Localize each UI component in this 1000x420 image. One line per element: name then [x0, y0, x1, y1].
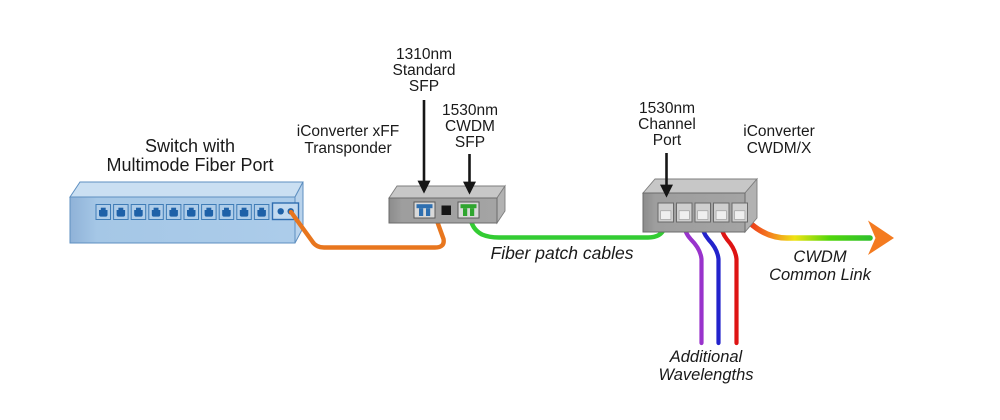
channel-port	[713, 202, 730, 223]
switch-label-line1: Switch with	[145, 136, 235, 156]
channel-port-label-line2: Channel	[638, 116, 696, 133]
switch-device: Switch with Multimode Fiber Port	[69, 136, 304, 244]
channel-port-1530nm	[657, 202, 674, 223]
sfp-1310nm-connector	[426, 208, 431, 216]
switch-top-face	[69, 181, 304, 198]
callout-1530nm-channel-port: 1530nm Channel Port	[638, 100, 696, 198]
sfp-1530nm-connector	[463, 208, 468, 216]
transponder-device: iConverter xFF Transponder	[297, 123, 506, 225]
additional-wavelengths-label-line1: Additional	[669, 348, 744, 366]
additional-wavelength-cable-blue	[699, 212, 721, 346]
ethernet-port	[236, 204, 252, 220]
sfp-1310-label-line1: 1310nm	[396, 46, 452, 63]
sfp-1530-label-line3: SFP	[455, 134, 485, 151]
ethernet-port	[113, 204, 129, 220]
cwdm-common-link-label-line2: Common Link	[769, 266, 872, 284]
channel-port-label-line1: 1530nm	[639, 100, 695, 117]
cwdmx-top-face	[642, 178, 758, 194]
ethernet-port	[253, 204, 270, 220]
ethernet-port	[130, 204, 147, 220]
cwdmx-channel-ports	[657, 202, 748, 223]
rainbow-cable	[736, 209, 873, 241]
callout-1530nm-sfp: 1530nm CWDM SFP	[442, 102, 498, 195]
callout-1310nm-sfp: 1310nm Standard SFP	[393, 46, 456, 194]
fiber-connector-left	[277, 208, 284, 215]
ethernet-port	[183, 204, 199, 220]
sfp-port-1530nm	[457, 201, 480, 219]
fiber-patch-cables-label: Fiber patch cables	[491, 243, 634, 263]
additional-wavelength-cable-red	[718, 212, 739, 346]
transponder-name-line2: Transponder	[304, 140, 391, 157]
ethernet-port	[148, 204, 164, 220]
sfp-1530-label-line1: 1530nm	[442, 102, 498, 119]
additional-wavelength-cable-purple	[681, 212, 704, 346]
sfp-1310-label-line2: Standard	[393, 62, 456, 79]
common-link-arrowhead	[868, 220, 894, 255]
sfp-1530nm-connector	[460, 204, 477, 209]
cwdmx-name-line2: CWDM/X	[747, 140, 812, 157]
channel-port	[676, 202, 693, 223]
sfp-1530nm-connector	[470, 208, 475, 216]
switch-label-line2: Multimode Fiber Port	[106, 155, 273, 175]
transponder-top-face	[388, 185, 506, 199]
transponder-name-line1: iConverter xFF	[297, 123, 400, 140]
multimode-fiber-cable-orange	[288, 209, 446, 250]
fiber-patch-cable-green	[467, 212, 668, 240]
ethernet-port	[218, 204, 235, 220]
sfp-1530-label-line2: CWDM	[445, 118, 495, 135]
transponder-module-slot	[441, 205, 451, 215]
cwdm-common-link-label-line1: CWDM	[793, 248, 846, 266]
common-link-port	[731, 202, 748, 223]
sfp-1310-label-line3: SFP	[409, 78, 439, 95]
ethernet-port	[165, 204, 182, 220]
cwdmx-name-line1: iConverter	[743, 123, 815, 140]
channel-port-label-line3: Port	[653, 132, 682, 149]
ethernet-port	[201, 204, 217, 220]
additional-wavelengths-label-line2: Wavelengths	[658, 366, 753, 384]
sfp-1310nm-connector	[419, 208, 424, 216]
sfp-port-1310nm	[413, 201, 436, 219]
channel-port	[694, 202, 711, 223]
ethernet-port	[95, 204, 111, 220]
sfp-1310nm-connector	[416, 204, 433, 209]
